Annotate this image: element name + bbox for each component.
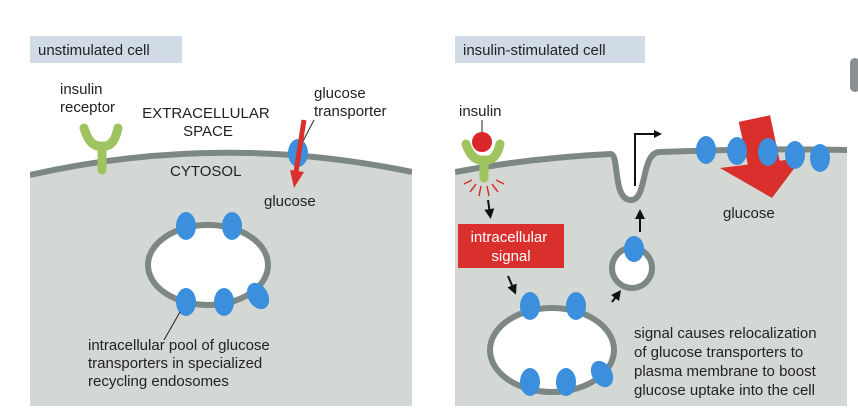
endosome-transporter-icon — [520, 292, 540, 320]
membrane-transporter-icon — [785, 141, 805, 169]
vesicle-transporter-icon — [624, 236, 644, 262]
endosome-transporter-icon — [246, 282, 270, 310]
recycling-endosome — [487, 305, 617, 395]
intracellular-pool-label: intracellular pool of glucose transporte… — [88, 337, 274, 390]
endosome-transporter-icon — [176, 288, 196, 316]
membrane-transporter-icon — [810, 144, 830, 172]
signal-to-endosome-arrow — [507, 275, 517, 295]
cytosol-label: CYTOSOL — [170, 163, 241, 180]
recycling-endosome — [145, 222, 271, 308]
endosome-transporter-icon — [222, 212, 242, 240]
vesicle-arrow — [611, 290, 621, 303]
extracellular-space-label: EXTRACELLULAR SPACE — [142, 105, 274, 140]
left-panel: unstimulated cell insulin receptor EXTRA… — [30, 36, 412, 406]
scroll-handle[interactable] — [850, 58, 858, 92]
right-panel-title: insulin-stimulated cell — [463, 42, 606, 59]
left-panel-title-bg — [30, 36, 182, 63]
right-edge-mask — [847, 0, 858, 418]
membrane-transporter-icon — [696, 136, 716, 164]
endosome-transporter-icon — [566, 292, 586, 320]
insulin-receptor-icon — [461, 139, 505, 183]
endosome-transporter-icon — [176, 212, 196, 240]
glucose-transporter-label: glucose transporter — [314, 85, 387, 120]
intracellular-signal-label: intracellular signal — [471, 229, 552, 265]
insulin-receptor-label: insulin receptor — [60, 81, 115, 116]
pool-pointer-line — [163, 311, 181, 341]
left-panel-title: unstimulated cell — [38, 42, 150, 59]
activation-burst-icon — [463, 179, 505, 197]
glucose-arrow-icon — [290, 119, 307, 188]
endosome-transporter-icon — [520, 368, 540, 396]
insulin-receptor-icon — [79, 123, 123, 175]
membrane-transporter-icon — [758, 138, 778, 166]
right-panel-title-bg — [455, 36, 645, 63]
right-glucose-label: glucose — [723, 205, 775, 222]
membrane-transporter-icon — [727, 137, 747, 165]
right-panel: insulin-stimulated cell — [455, 0, 858, 418]
endosome-transporter-icon — [214, 288, 234, 316]
endosome-transporter-icon — [556, 368, 576, 396]
insulin-molecule-icon — [472, 132, 492, 152]
left-glucose-label: glucose — [264, 193, 316, 210]
left-plasma-membrane — [30, 149, 412, 178]
insulin-label: insulin — [459, 103, 502, 120]
intracellular-signal-box — [458, 224, 564, 268]
relocalization-caption: signal causes relocalization of glucose … — [634, 325, 821, 399]
exocytosis-arrow-icon — [634, 130, 662, 186]
transporter-pointer-line — [301, 119, 315, 144]
signal-arrow — [484, 199, 495, 219]
endosome-transporter-icon — [590, 360, 614, 388]
